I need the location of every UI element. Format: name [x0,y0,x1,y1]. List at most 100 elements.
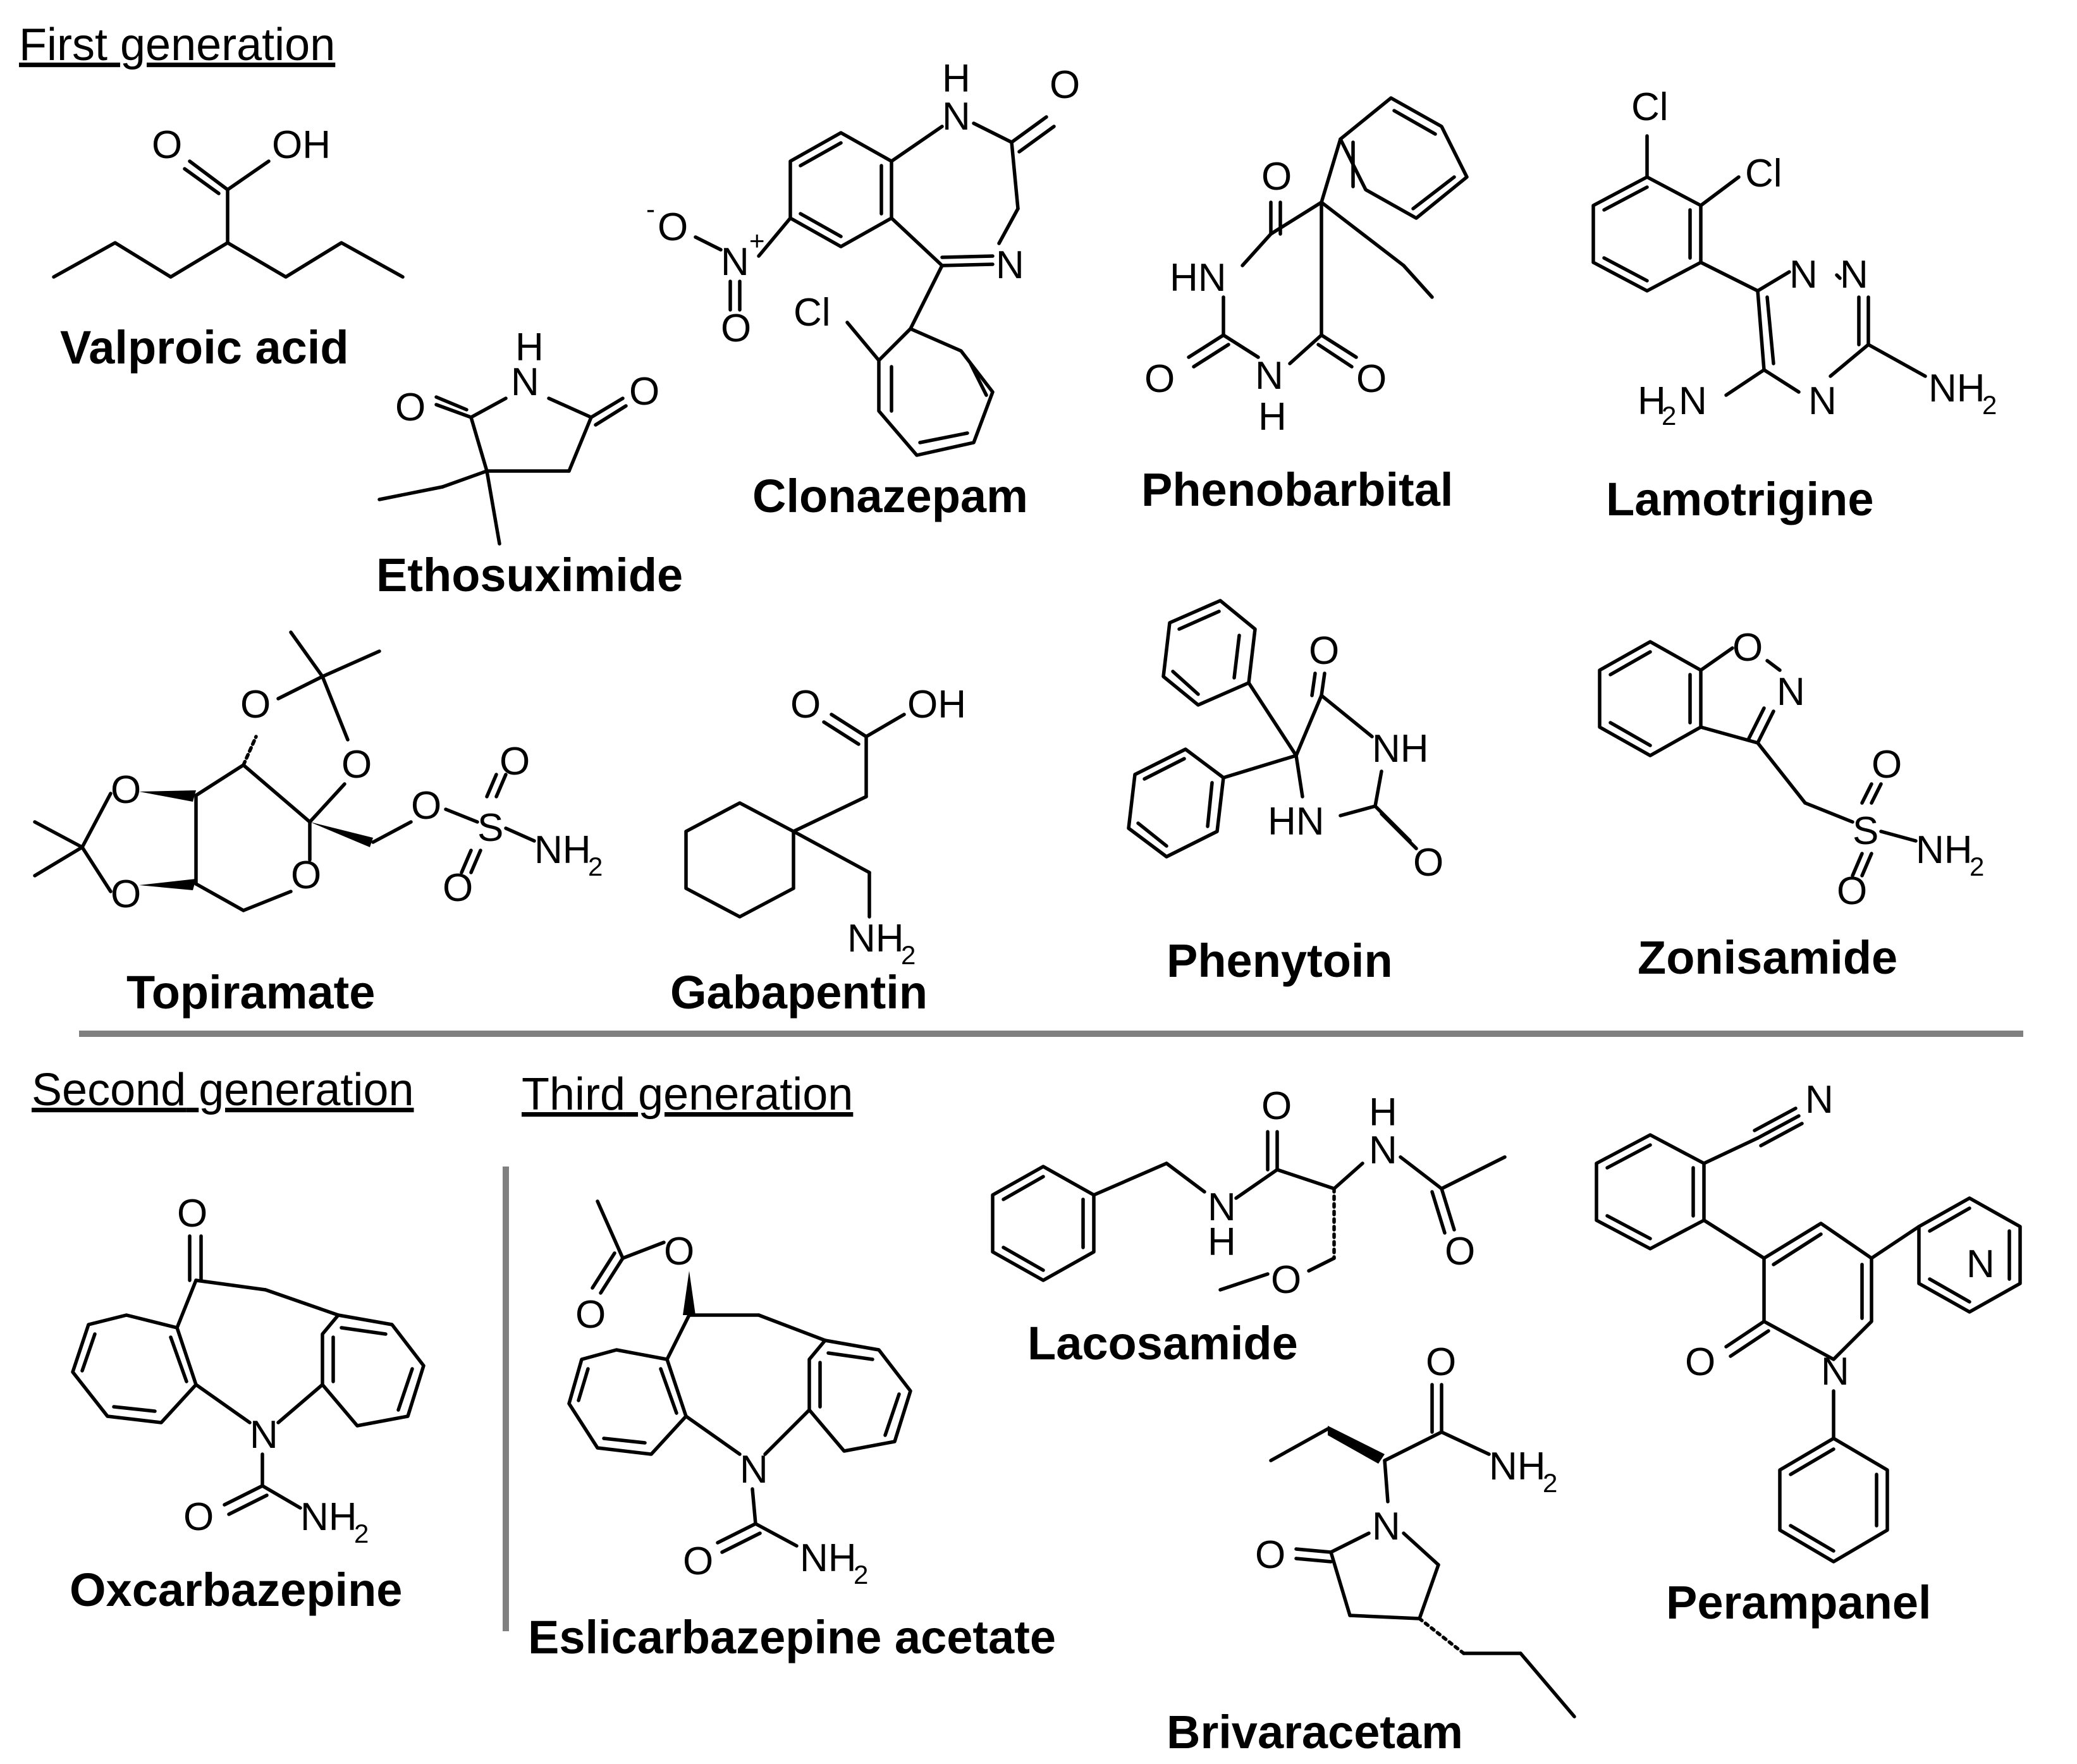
nitrogen-atom: N [721,240,749,284]
hydrogen-atom: H [1208,1220,1236,1264]
eslicarbazepine-acetate-structure: O O N O NH 2 [567,1199,912,1589]
subscript-2: 2 [854,1560,868,1589]
oxygen-atom: O [1837,869,1867,913]
nitrogen-atom: N [1679,379,1707,423]
gabapentin-structure: O OH NH 2 [684,683,966,970]
amine-atom: NH [300,1495,357,1539]
nitrogen-atom: N [511,360,539,404]
subscript-2: 2 [1543,1468,1557,1498]
valproic-acid-label: Valproic acid [60,321,349,374]
nitrogen-atom: N [1808,379,1837,423]
hydroxyl-atom: OH [272,123,331,167]
oxygen-atom: O [1685,1340,1715,1384]
oxygen-atom: O [411,784,441,828]
oxygen-atom: O [395,386,426,429]
nitrogen-atom: N [942,95,971,138]
nitrogen-atom: N [1966,1242,1995,1286]
oxygen-atom: O [1050,63,1080,107]
phenytoin-structure: O NH O HN [1127,599,1443,885]
subscript-2: 2 [1970,852,1984,881]
hydrogen-atom: H [942,57,971,101]
positive-charge: + [749,226,765,255]
oxygen-atom: O [152,123,182,167]
oxygen-atom: O [790,683,821,726]
amine-atom: NH [847,917,904,960]
nitrogen-atom: N [996,243,1024,287]
imide-nh-atom: NH [1372,727,1429,771]
third-generation-heading: Third generation [522,1069,853,1120]
first-generation-heading: First generation [19,20,335,70]
oxygen-atom: O [664,1230,694,1273]
oxygen-atom: O [1732,626,1763,670]
nitrogen-atom: N [1369,1129,1397,1172]
brivaracetam-structure: O NH 2 N O [1255,1340,1576,1718]
oxcarbazepine-label: Oxcarbazepine [70,1564,402,1616]
oxygen-atom: O [1271,1258,1301,1302]
ethosuximide-structure: H N O O [377,326,659,546]
oxygen-atom: O [1309,629,1339,673]
oxygen-atom: O [291,854,321,897]
subscript-2: 2 [354,1519,369,1548]
chlorine-atom: Cl [1745,152,1782,195]
nitrogen-atom: N [1805,1078,1834,1122]
ethosuximide-label: Ethosuximide [376,549,683,601]
oxygen-atom: O [1426,1340,1456,1384]
gabapentin-label: Gabapentin [670,966,928,1019]
oxygen-atom: O [177,1192,207,1235]
oxcarbazepine-structure: O N O NH 2 [71,1192,426,1548]
phenobarbital-structure: O HN O N H O [1144,96,1469,439]
oxygen-atom: O [111,873,141,916]
chlorine-atom: Cl [793,291,831,334]
imide-nh-atom: HN [1170,256,1227,300]
amine-atom: NH [1489,1445,1546,1488]
nitrogen-atom: N [250,1413,278,1457]
perampanel-label: Perampanel [1666,1576,1932,1629]
hydrogen-atom: H [1369,1091,1397,1134]
brivaracetam-label: Brivaracetam [1167,1706,1463,1758]
clonazepam-structure: H N O N Cl N + O - O [646,57,1080,457]
subscript-2: 2 [588,852,603,881]
amine-atom: NH [1928,367,1985,410]
oxygen-atom: O [1144,357,1175,401]
lacosamide-structure: N H O H N O O [991,1084,1507,1302]
lamotrigine-structure: Cl Cl N N NH 2 N H 2 N [1591,85,1997,431]
oxygen-atom: O [341,743,372,787]
zonisamide-structure: O N S O O NH 2 [1598,626,1984,913]
oxygen-atom: O [721,307,751,350]
oxygen-atom: O [1261,155,1292,199]
sulfur-atom: S [1853,809,1878,853]
lamotrigine-label: Lamotrigine [1606,473,1873,525]
zonisamide-label: Zonisamide [1638,931,1897,984]
oxygen-atom: O [575,1293,606,1337]
topiramate-label: Topiramate [126,966,375,1019]
eslicarbazepine-acetate-label: Eslicarbazepine acetate [528,1611,1056,1663]
oxygen-atom: O [1255,1533,1285,1577]
lacosamide-label: Lacosamide [1027,1317,1298,1369]
oxygen-atom: O [1356,357,1387,401]
phenobarbital-label: Phenobarbital [1141,463,1453,516]
imide-nh-atom: HN [1268,800,1325,843]
oxygen-atom: O [499,740,530,783]
valproic-acid-structure: O OH [52,123,405,279]
nitrogen-atom: N [1789,253,1818,297]
nitrogen-atom: N [1208,1185,1236,1229]
oxygen-atom: O [629,370,659,413]
subscript-2: 2 [901,940,916,970]
negative-charge: - [646,194,655,224]
phenytoin-label: Phenytoin [1167,934,1393,987]
hydrogen-atom: H [1258,395,1287,439]
amine-atom: NH [800,1536,857,1580]
nitrogen-atom: N [1372,1505,1400,1548]
clonazepam-label: Clonazepam [752,470,1028,522]
nitrogen-atom: N [1840,253,1868,297]
second-generation-heading: Second generation [32,1065,414,1115]
oxygen-atom: O [443,866,473,910]
oxygen-atom: O [658,205,688,249]
subscript-2: 2 [1662,401,1676,431]
oxygen-atom: O [683,1540,713,1583]
nitrogen-atom: N [1777,670,1805,714]
oxygen-atom: O [1413,841,1443,885]
hydrogen-atom: H [515,326,544,369]
oxygen-atom: O [1261,1084,1292,1128]
nitrogen-atom: N [1255,354,1284,398]
